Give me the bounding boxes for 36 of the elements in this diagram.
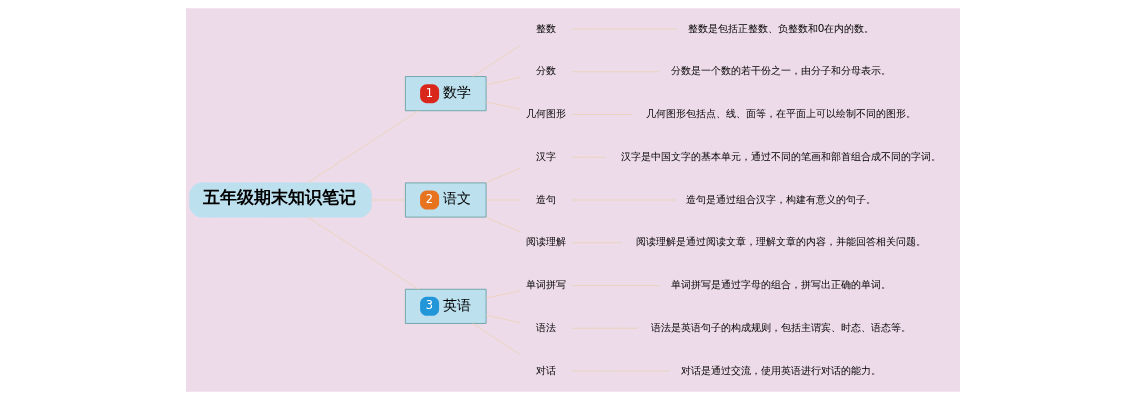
node-text: 几何图形 — [525, 107, 566, 120]
node-text: 对话 — [535, 363, 556, 376]
node-box: 2 语文 — [404, 182, 487, 218]
node-text: 阅读理解是通过阅读文章，理解文章的内容，并能回答相关问题。 — [635, 235, 926, 248]
node-text: 汉字 — [535, 149, 556, 162]
connector — [570, 156, 606, 158]
node-text: 语法是英语句子的构成规则，包括主谓宾、时态、语态等。 — [650, 320, 911, 333]
connector — [307, 110, 419, 184]
connector — [485, 101, 521, 110]
node-text: 造句是通过组合汉字，构建有意义的句子。 — [685, 192, 876, 205]
node-text: 单词拼写是通过字母的组合，拼写出正确的单词。 — [670, 278, 891, 291]
node-text: 语法 — [535, 320, 556, 333]
connector — [471, 323, 521, 356]
node-box: 五年级期末知识笔记 — [188, 182, 372, 218]
connector — [570, 242, 622, 244]
node-text: 单词拼写 — [525, 278, 566, 291]
connector — [471, 44, 521, 77]
node-text: 造句 — [535, 192, 556, 205]
connector — [570, 114, 633, 115]
connector — [485, 314, 521, 324]
connector — [570, 285, 660, 286]
node-text: 汉字是中国文字的基本单元，通过不同的笔画和部首组合成不同的字词。 — [620, 149, 941, 162]
node-text: 整数是包括正整数、负整数和0在内的数。 — [687, 21, 874, 34]
node-text: 对话是通过交流，使用英语进行对话的能力。 — [680, 363, 881, 376]
node-box: 3 英语 — [404, 288, 487, 324]
node-text: 几何图形包括点、线、面等，在平面上可以绘制不同的图形。 — [645, 107, 916, 120]
node-text: 分数 — [535, 64, 556, 77]
connector — [307, 216, 419, 290]
node-text: 分数是一个数的若干份之一，由分子和分母表示。 — [670, 64, 891, 77]
node-box: 1 数学 — [404, 76, 487, 112]
connector — [485, 216, 521, 233]
connector — [485, 167, 521, 184]
connector — [485, 290, 521, 299]
node-text: 阅读理解 — [525, 235, 566, 248]
connector — [485, 76, 521, 86]
node-text: 整数 — [535, 21, 556, 34]
